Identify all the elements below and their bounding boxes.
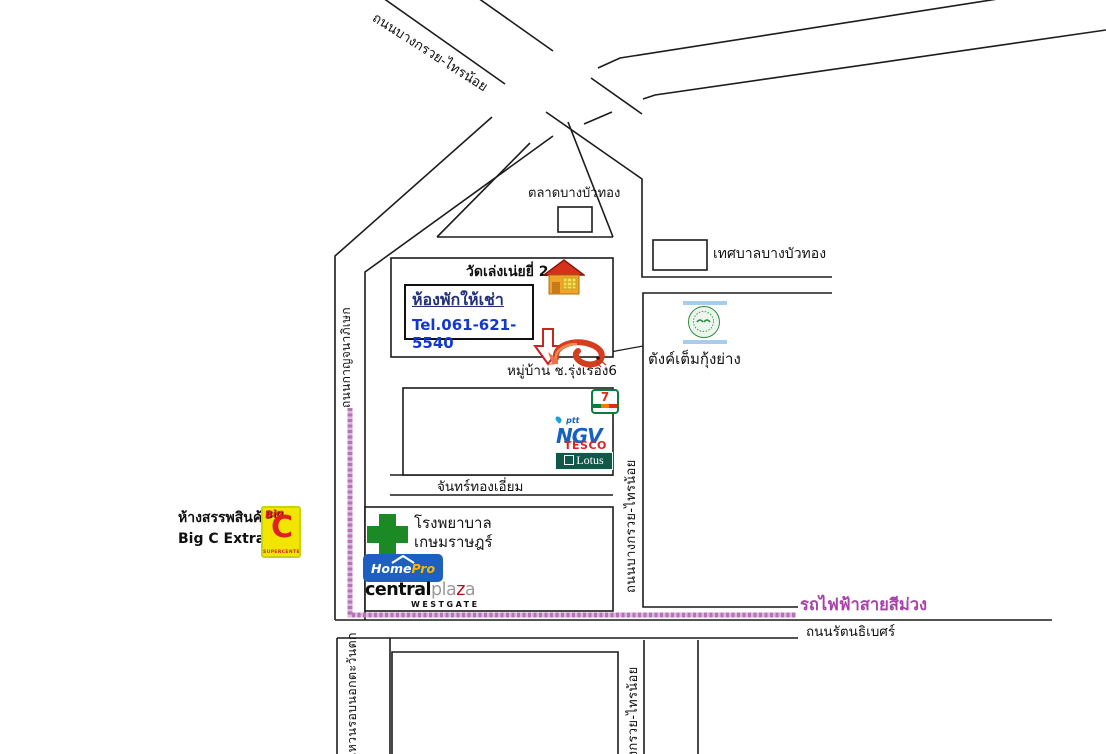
seven-eleven-logo: 7 <box>591 389 619 414</box>
road-label-bang-kruai-sai-noi-vertical: ถนนบางกรวย-ไทรน้อย <box>624 459 639 593</box>
road-ne-edge <box>334 116 493 620</box>
temple-house-icon <box>541 258 587 300</box>
shrimp-icon <box>546 338 608 372</box>
road-diagonal-edge <box>545 111 832 278</box>
road-label-western-ring: ถนนวงแหวนรอบนอกตะวันตก <box>344 632 359 754</box>
municipality-label: เทศบาลบางบัวทอง <box>713 246 827 262</box>
homepro-pro-text: Pro <box>411 561 436 576</box>
bigc-label-line1: ห้างสรรพสินค้า <box>178 510 271 526</box>
central-text: central <box>365 580 432 600</box>
seven-eleven-7: 7 <box>600 390 610 404</box>
road-ne-edge <box>364 135 554 620</box>
ngv-text: NGV <box>556 424 603 448</box>
market-label: ตลาดบางบัวทอง <box>528 186 621 201</box>
plaza-z: z <box>456 580 465 600</box>
road-diagonal-edge <box>384 0 506 85</box>
road-label-kanchanaphisek: ถนนกาญจนาภิเษก <box>339 307 353 408</box>
rental-title: ห้องพักให้เช่า <box>412 290 504 309</box>
road-diagonal-edge <box>479 0 554 52</box>
homepro-logo: HomePro <box>363 554 443 582</box>
ptt-flame-icon <box>554 415 563 424</box>
bigc-supercenter-text: SUPERCENTER <box>263 550 301 555</box>
westgate-text: WESTGATE <box>411 600 480 609</box>
road-ne-edge <box>597 0 997 69</box>
bigc-logo: Big C SUPERCENTER <box>261 506 301 558</box>
lotus-text: Lotus <box>576 453 604 467</box>
centralplaza-logo: centralplaza <box>365 580 476 600</box>
homepro-roof-icon <box>391 555 415 564</box>
rental-info-box: ห้องพักให้เช่า Tel.061-621-5540 <box>404 284 534 352</box>
tesco-text: TESCO <box>564 439 607 452</box>
road-label-rattanathibet: ถนนรัตนธิเบศร์ <box>806 624 896 640</box>
road-diagonal-edge <box>590 77 643 115</box>
ptt-ngv-logo: ptt NGV <box>554 408 612 448</box>
green-school-logo-icon <box>683 301 727 344</box>
temple-label: วัดเล่งเน่ยยี่ 2 <box>466 264 549 280</box>
shrimp-restaurant-label: ตังค์เต็มกุ้งย่าง <box>648 350 741 368</box>
bigc-label: ห้างสรรพสินค้า Big C Extra <box>178 510 271 548</box>
bigc-label-line2: Big C Extra <box>178 530 266 547</box>
homepro-home-text: Home <box>370 561 412 576</box>
seven-eleven-stripes <box>593 404 617 408</box>
road-ne-edge <box>642 29 1106 100</box>
plaza-text: pla <box>431 580 457 600</box>
purple-line-track <box>347 408 796 618</box>
road-label-chanthong-iam: จันทร์ทองเอี่ยม <box>437 479 524 495</box>
plaza-a: a <box>464 580 476 600</box>
road-ne-edge <box>583 111 613 125</box>
rental-phone: Tel.061-621-5540 <box>412 316 517 352</box>
purple-line-label: รถไฟฟ้าสายสีม่วง <box>800 595 928 614</box>
hospital-cross-icon <box>366 513 409 556</box>
ptt-text: ptt <box>566 416 580 425</box>
hospital-label: โรงพยาบาล เกษมราษฎร์ <box>414 514 492 552</box>
bigc-c-text: C <box>271 510 294 545</box>
hospital-line1: โรงพยาบาล <box>414 514 492 532</box>
lotus-logo: Lotus <box>555 452 613 470</box>
hospital-line2: เกษมราษฎร์ <box>414 532 493 551</box>
road-label-bang-kruai-sai-noi-bottom: ถนนบางกรวย-ไทรน้อย <box>626 666 641 754</box>
lotus-icon <box>564 455 575 465</box>
municipality-box <box>652 239 708 271</box>
block-restaurant <box>642 292 832 608</box>
market-box <box>557 206 593 233</box>
block-south <box>391 651 619 754</box>
